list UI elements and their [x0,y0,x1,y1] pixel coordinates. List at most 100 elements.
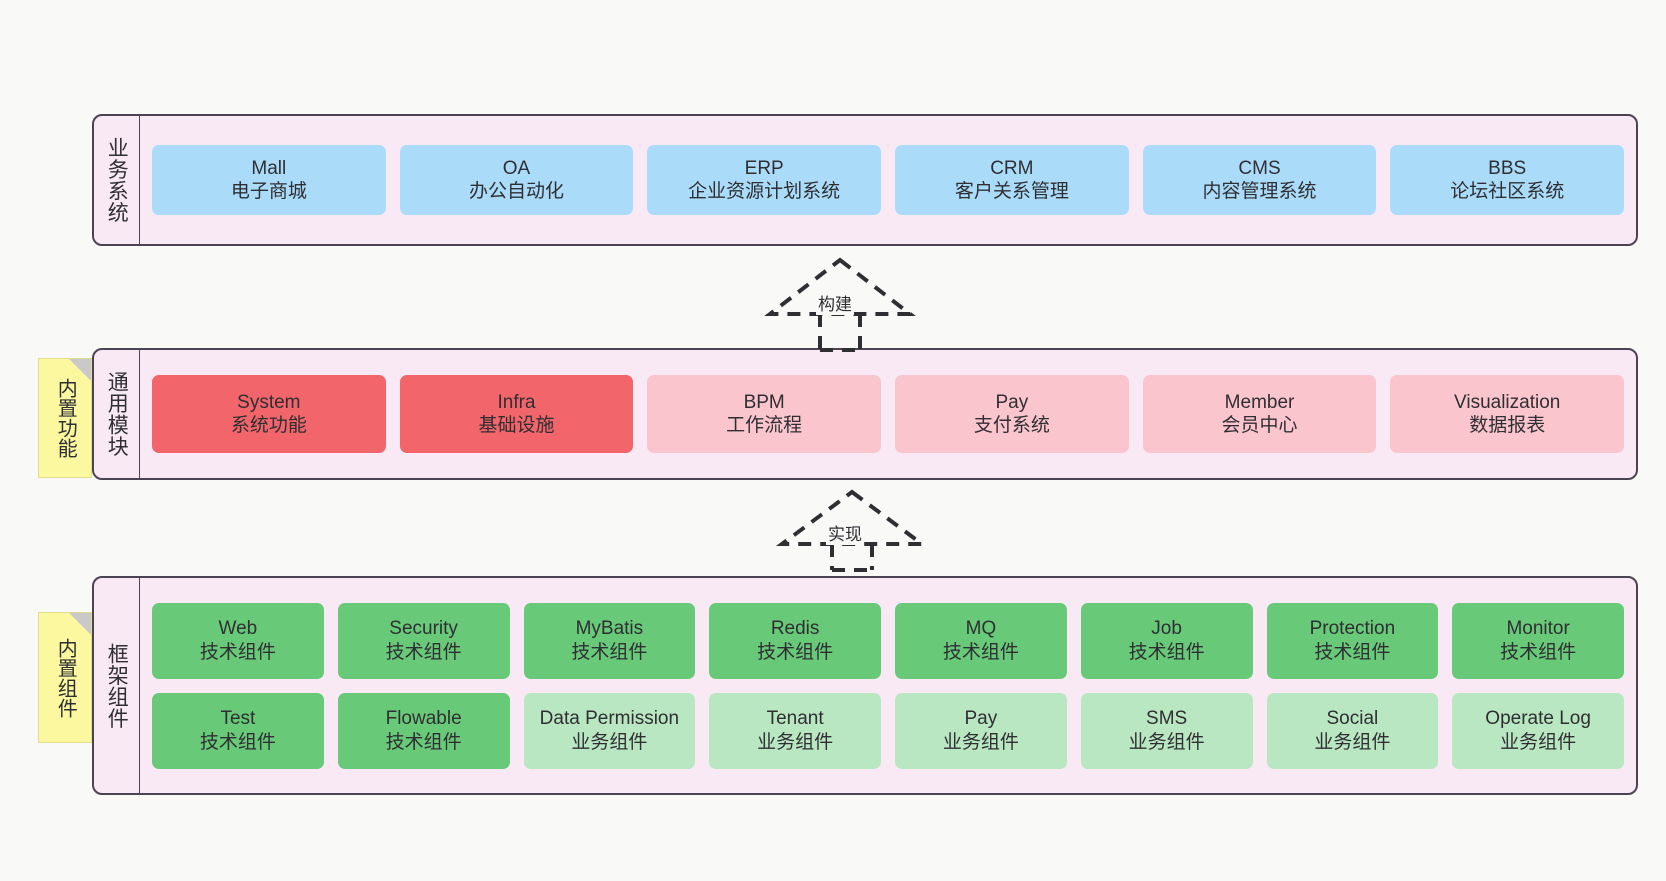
card-subtitle: 技术组件 [757,641,834,663]
card-subtitle: 技术组件 [571,641,648,663]
card-test[interactable]: Test 技术组件 [152,692,324,769]
card-title: Protection [1309,618,1396,640]
card-title: Pay [964,708,998,730]
card-subtitle: 技术组件 [1128,641,1205,663]
card-title: ERP [744,157,784,179]
card-security[interactable]: Security 技术组件 [337,602,510,679]
card-infra[interactable]: Infra 基础设施 [399,375,634,453]
card-web[interactable]: Web 技术组件 [152,602,324,679]
card-protection[interactable]: Protection 技术组件 [1266,602,1439,679]
card-bpm[interactable]: BPM 工作流程 [647,375,882,453]
card-row: Mall 电子商城 OA 办公自动化 ERP 企业资源计划系统 CRM 客户关系… [152,145,1625,215]
card-subtitle: 系统功能 [230,415,307,436]
card-pay-module[interactable]: Pay 支付系统 [895,375,1129,453]
arrow-implement-label: 实现 [826,525,864,545]
card-title: SMS [1146,708,1188,730]
card-title: BBS [1488,157,1527,179]
card-oa[interactable]: OA 办公自动化 [399,145,634,215]
card-title: Visualization [1454,391,1561,413]
card-subtitle: 内容管理系统 [1202,181,1317,202]
card-subtitle: 工作流程 [726,415,803,436]
card-flowable[interactable]: Flowable 技术组件 [337,692,510,769]
card-subtitle: 论坛社区系统 [1450,181,1565,202]
card-title: MQ [965,618,997,640]
card-social[interactable]: Social 业务组件 [1266,692,1439,769]
layer-business-system: 业务系统 Mall 电子商城 OA 办公自动化 ERP 企业资源计划系统 CRM… [92,114,1638,246]
card-title: OA [502,157,531,179]
card-row: Test 技术组件 Flowable 技术组件 Data Permission … [152,692,1624,769]
card-data-permission[interactable]: Data Permission 业务组件 [523,692,696,769]
card-subtitle: 业务组件 [571,731,648,753]
layer-title-framework-components: 框架组件 [94,578,140,793]
card-system[interactable]: System 系统功能 [152,375,386,453]
card-subtitle: 技术组件 [942,641,1019,663]
card-mall[interactable]: Mall 电子商城 [152,145,386,215]
card-subtitle: 业务组件 [942,731,1019,753]
card-subtitle: 企业资源计划系统 [688,181,841,202]
card-subtitle: 支付系统 [973,415,1050,436]
card-member[interactable]: Member 会员中心 [1142,375,1377,453]
card-title: MyBatis [575,618,644,640]
card-subtitle: 技术组件 [385,731,462,753]
card-redis[interactable]: Redis 技术组件 [709,602,881,679]
card-title: Flowable [385,708,462,730]
card-title: Member [1224,391,1295,413]
layer-body-framework-components: Web 技术组件 Security 技术组件 MyBatis 技术组件 Redi… [140,578,1636,793]
card-title: Web [218,618,258,640]
card-subtitle: 客户关系管理 [954,181,1069,202]
arrow-implement: 实现 [772,489,932,572]
card-subtitle: 办公自动化 [469,181,565,202]
card-mybatis[interactable]: MyBatis 技术组件 [523,602,696,679]
card-cms[interactable]: CMS 内容管理系统 [1142,145,1377,215]
card-visualization[interactable]: Visualization 数据报表 [1390,375,1625,453]
card-sms[interactable]: SMS 业务组件 [1080,692,1253,769]
layer-title-common-modules: 通用模块 [94,350,140,478]
card-crm[interactable]: CRM 客户关系管理 [895,145,1129,215]
sticky-note-builtin-component: 内置组件 [38,612,92,743]
arrow-build: 构建 [760,257,920,352]
card-mq[interactable]: MQ 技术组件 [895,602,1067,679]
card-title: Pay [995,391,1029,413]
card-title: Mall [251,157,287,179]
card-erp[interactable]: ERP 企业资源计划系统 [647,145,882,215]
card-job[interactable]: Job 技术组件 [1080,602,1253,679]
card-pay-component[interactable]: Pay 业务组件 [895,692,1067,769]
layer-common-modules: 通用模块 System 系统功能 Infra 基础设施 BPM 工作流程 Pay… [92,348,1638,480]
card-title: Infra [497,391,536,413]
card-subtitle: 技术组件 [1314,641,1391,663]
card-title: Redis [770,618,820,640]
card-subtitle: 业务组件 [1128,731,1205,753]
card-subtitle: 数据报表 [1469,415,1546,436]
card-subtitle: 技术组件 [385,641,462,663]
card-row: System 系统功能 Infra 基础设施 BPM 工作流程 Pay 支付系统… [152,375,1625,453]
card-subtitle: 技术组件 [1500,641,1577,663]
card-subtitle: 基础设施 [478,415,555,436]
sticky-note-label: 内置功能 [54,378,77,458]
card-title: Security [389,618,458,640]
layer-body-common-modules: System 系统功能 Infra 基础设施 BPM 工作流程 Pay 支付系统… [140,350,1636,478]
card-title: BPM [743,391,785,413]
card-row: Web 技术组件 Security 技术组件 MyBatis 技术组件 Redi… [152,602,1624,679]
card-bbs[interactable]: BBS 论坛社区系统 [1390,145,1625,215]
card-title: Tenant [766,708,824,730]
card-subtitle: 技术组件 [199,641,276,663]
card-title: CMS [1238,157,1281,179]
arrow-build-label: 构建 [816,295,854,315]
card-subtitle: 业务组件 [757,731,834,753]
card-title: System [237,391,301,413]
sticky-note-label: 内置组件 [54,637,77,718]
card-subtitle: 业务组件 [1500,731,1577,753]
card-title: Job [1151,618,1182,640]
card-monitor[interactable]: Monitor 技术组件 [1452,602,1624,679]
card-operate-log[interactable]: Operate Log 业务组件 [1452,692,1624,769]
layer-title-business-system: 业务系统 [94,116,140,244]
card-title: Social [1326,708,1379,730]
card-subtitle: 业务组件 [1314,731,1391,753]
card-tenant[interactable]: Tenant 业务组件 [709,692,881,769]
card-title: Data Permission [539,708,680,730]
card-subtitle: 会员中心 [1221,415,1298,436]
card-title: Monitor [1506,618,1570,640]
sticky-note-builtin-function: 内置功能 [38,358,92,478]
card-title: CRM [990,157,1034,179]
